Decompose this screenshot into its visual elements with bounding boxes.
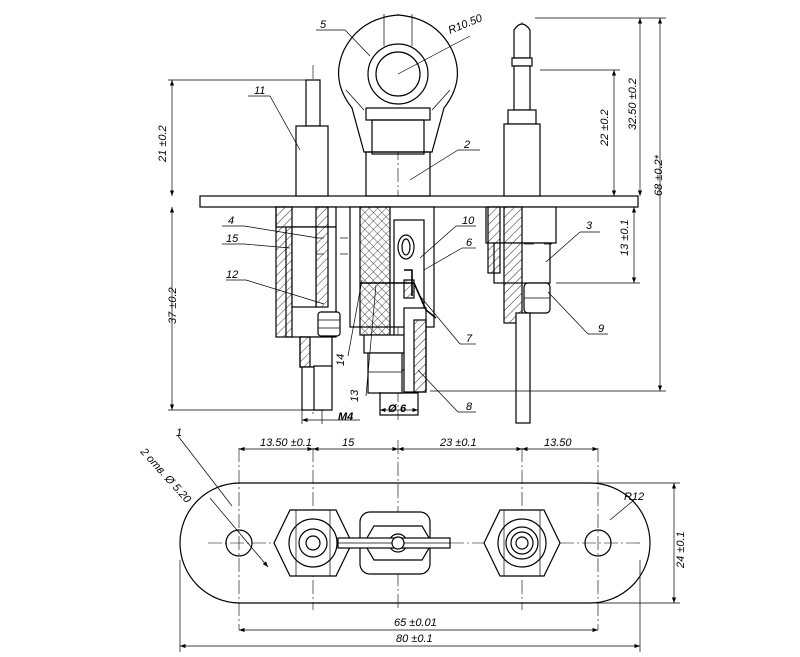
- plan-view: [179, 440, 651, 630]
- front-dimensions: [168, 17, 666, 424]
- part-10: 10: [462, 215, 475, 227]
- dim-32: 32.50 ±0.2: [627, 78, 639, 130]
- dim-r12: R12: [624, 491, 644, 503]
- dim-d6: 6: [400, 403, 407, 415]
- part-2: 2: [463, 139, 470, 151]
- front-view: [199, 14, 639, 424]
- dim-13-50a: 13.50 ±0.1: [260, 437, 312, 449]
- part-7: 7: [466, 333, 473, 345]
- dim-13: 13 ±0.1: [619, 219, 631, 256]
- dim-m4: M4: [338, 411, 353, 423]
- part-12: 12: [226, 269, 238, 281]
- dim-23: 23 ±0.1: [439, 437, 477, 449]
- part-6: 6: [466, 237, 473, 249]
- dim-68: 68 ±0.2*: [653, 154, 665, 196]
- dim-24: 24 ±0.1: [675, 531, 687, 569]
- part-5: 5: [320, 19, 327, 31]
- dim-65: 65 ±0.01: [394, 617, 437, 629]
- dim-13-50b: 13.50: [544, 437, 572, 449]
- dim-d6-symbol: Ø: [388, 403, 397, 415]
- part-13: 13: [349, 389, 361, 402]
- dim-21: 21 ±0.2: [157, 125, 169, 163]
- dim-holes: 2 отв. Ø 5.20: [137, 445, 194, 506]
- part-15: 15: [226, 233, 239, 245]
- part-11: 11: [254, 85, 265, 97]
- part-14: 14: [335, 354, 347, 366]
- part-3: 3: [586, 220, 593, 232]
- dim-80: 80 ±0.1: [396, 633, 433, 645]
- part-4: 4: [228, 215, 234, 227]
- part-1: 1: [176, 427, 182, 439]
- part-8: 8: [466, 401, 473, 413]
- dim-37: 37 ±0.2: [167, 287, 179, 324]
- dim-top-radius: R10.50: [447, 12, 485, 37]
- plan-dimensions: [177, 435, 680, 652]
- dim-22: 22 ±0.2: [599, 109, 611, 147]
- dim-15: 15: [342, 437, 355, 449]
- part-9: 9: [598, 323, 604, 335]
- part-leaders: [222, 29, 608, 413]
